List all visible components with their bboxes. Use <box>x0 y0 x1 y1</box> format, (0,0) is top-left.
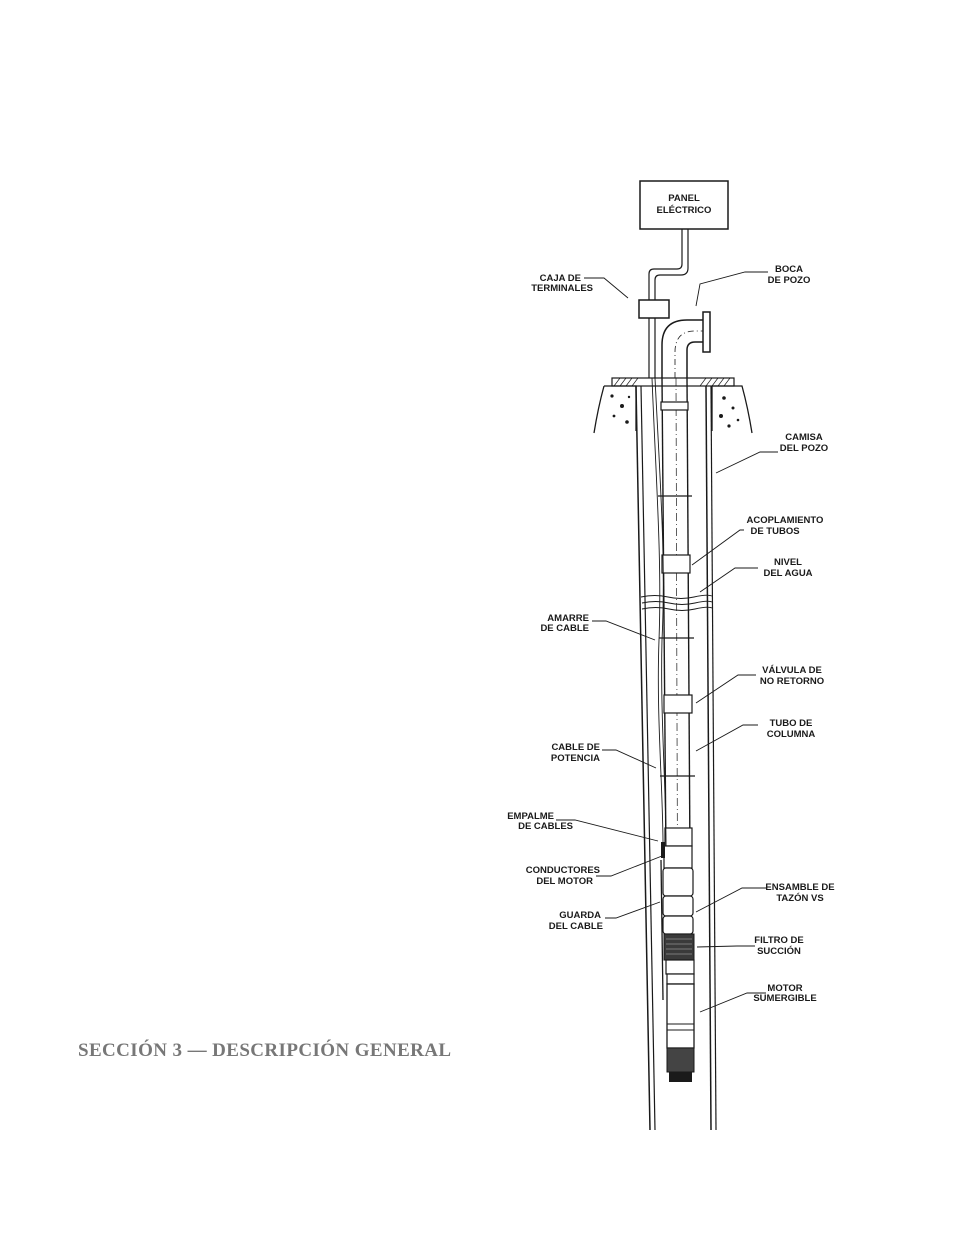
label-cable-potencia-1: CABLE DE <box>551 742 600 753</box>
label-conductores-2: DEL MOTOR <box>536 876 593 887</box>
label-filtro-2: SUCCIÓN <box>757 945 801 957</box>
label-guarda-2: DEL CABLE <box>549 921 603 932</box>
label-nivel-agua-1: NIVEL <box>774 557 802 568</box>
label-tubo-columna-1: TUBO DE <box>770 718 813 729</box>
electrical-panel: PANEL ELÉCTRICO <box>639 180 729 230</box>
label-empalme-1: EMPALME <box>507 811 554 822</box>
pump-bowl-assembly <box>660 842 695 1001</box>
label-boca-pozo-2: DE POZO <box>768 275 811 286</box>
label-camisa-pozo-2: DEL POZO <box>780 443 828 454</box>
power-cable-drawing <box>651 377 667 859</box>
label-nivel-agua-2: DEL AGUA <box>763 568 812 579</box>
label-acoplamiento-2: DE TUBOS <box>750 526 799 537</box>
label-amarre-cable-1: AMARRE <box>547 613 589 624</box>
label-caja-terminales-1: CAJA DE <box>540 273 581 284</box>
callout-leaders <box>556 271 778 1013</box>
label-valvula-1: VÁLVULA DE <box>762 665 822 676</box>
label-motor-1: MOTOR <box>767 983 802 994</box>
terminal-box <box>638 299 670 319</box>
column-pipe <box>658 377 695 1061</box>
label-motor-2: SUMERGIBLE <box>753 993 816 1004</box>
label-acoplamiento-1: ACOPLAMIENTO <box>747 515 824 526</box>
label-ensamble-2: TAZÓN VS <box>776 892 823 904</box>
water-level <box>640 594 713 611</box>
callout-labels: CAJA DE TERMINALES BOCA DE POZO CAMISA D… <box>507 264 834 1004</box>
label-empalme-2: DE CABLES <box>518 821 573 832</box>
label-filtro-1: FILTRO DE <box>754 935 803 946</box>
label-conductores-1: CONDUCTORES <box>526 865 600 876</box>
label-tubo-columna-2: COLUMNA <box>767 729 816 740</box>
submersible-motor <box>665 959 695 1082</box>
label-caja-terminales-2: TERMINALES <box>531 283 593 294</box>
panel-label-line1: PANEL <box>668 193 700 204</box>
wellhead-discharge <box>661 311 711 378</box>
label-boca-pozo-1: BOCA <box>775 264 803 275</box>
section-heading: SECCIÓN 3 — DESCRIPCIÓN GENERAL <box>78 1040 452 1061</box>
label-ensamble-1: ENSAMBLE DE <box>765 882 834 893</box>
label-camisa-pozo-1: CAMISA <box>785 432 823 443</box>
label-cable-potencia-2: POTENCIA <box>551 753 600 764</box>
panel-label-line2: ELÉCTRICO <box>657 205 712 216</box>
label-valvula-2: NO RETORNO <box>760 676 824 687</box>
electrical-conduit <box>648 229 689 300</box>
terminal-conduit <box>648 318 656 378</box>
label-amarre-cable-2: DE CABLE <box>540 623 589 634</box>
label-guarda-1: GUARDA <box>559 910 601 921</box>
